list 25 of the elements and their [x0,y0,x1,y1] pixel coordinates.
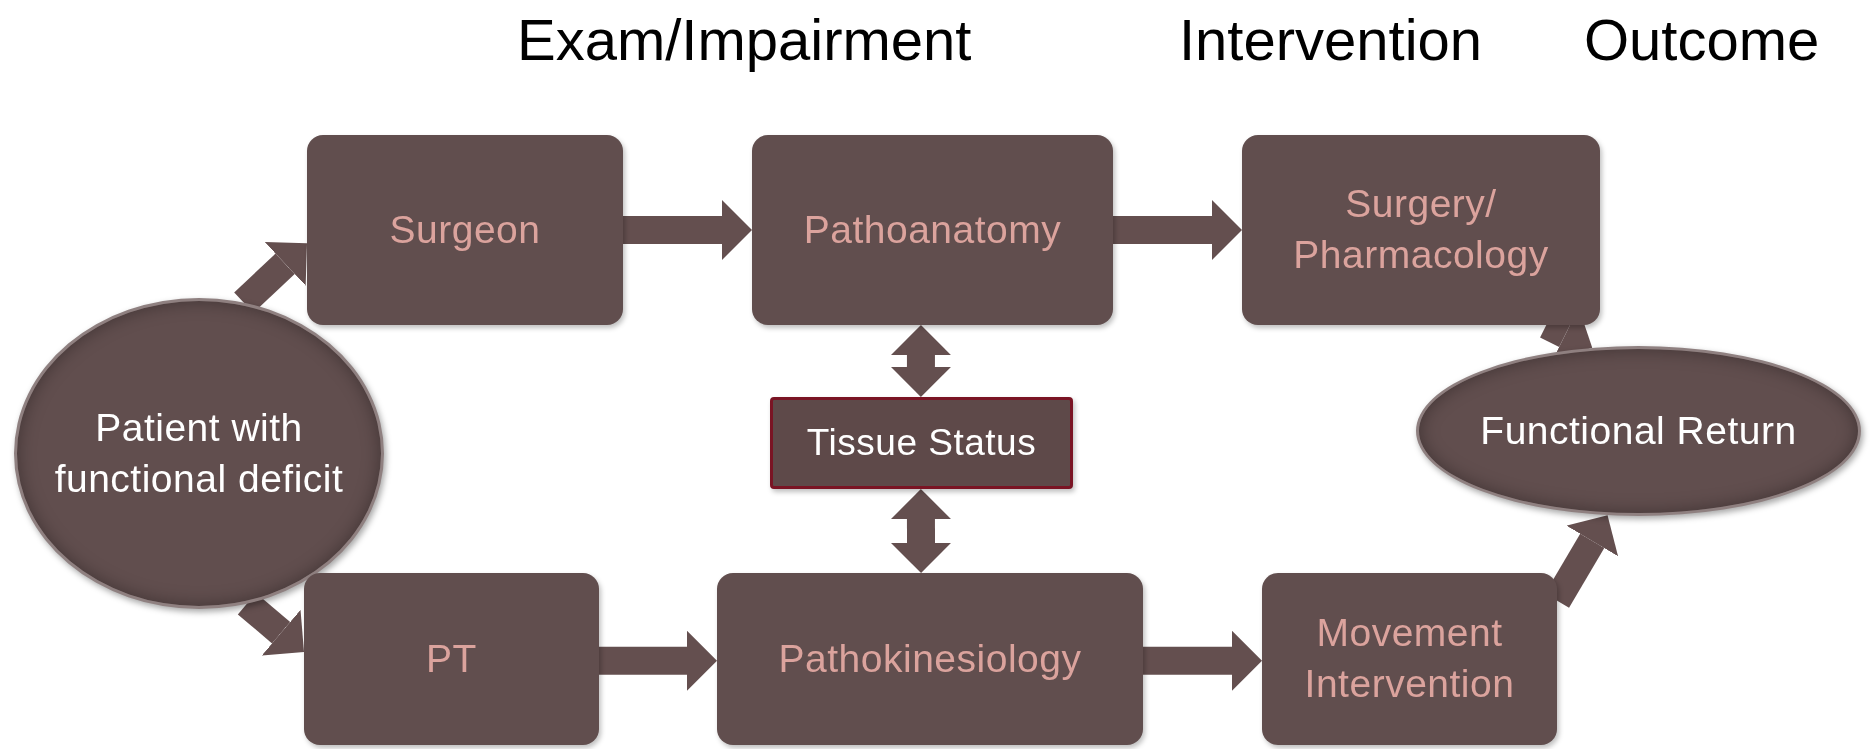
column-heading: Exam/Impairment [517,6,972,73]
column-heading: Outcome [1584,6,1820,73]
process-box [1262,573,1557,745]
node-label: Tissue Status [806,422,1037,464]
block-arrow [890,489,951,573]
block-arrow [623,200,752,260]
process-box [752,135,1113,325]
process-box [770,397,1073,489]
node-label: Pathoanatomy [803,206,1062,253]
node-label: Pathokinesiology [778,635,1082,682]
process-box [717,573,1143,745]
process-box [304,573,599,745]
node-label: Movement Intervention [1303,610,1516,707]
process-box [1242,135,1600,325]
node-label: Surgery/ Pharmacology [1292,181,1550,278]
column-heading: Intervention [1179,6,1483,73]
process-box [307,135,623,325]
node-label: PT [426,635,477,682]
block-arrow [1113,200,1242,260]
node-label: Functional Return [1480,407,1797,454]
block-arrow [1143,630,1262,691]
block-arrow [599,630,717,691]
block-arrow [890,325,951,397]
node-label: Surgeon [389,206,541,253]
node-label: Patient with functional deficit [53,404,345,502]
